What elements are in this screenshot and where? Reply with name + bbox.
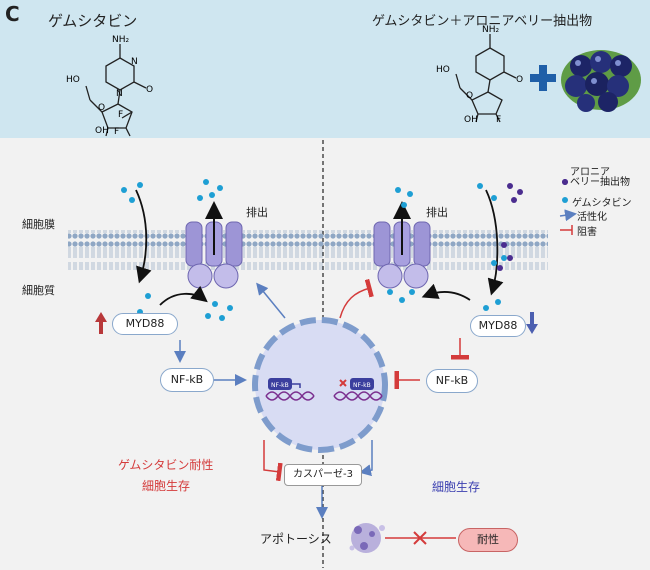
legend-activation-label: 活性化 [577, 212, 607, 223]
right-f: F [496, 115, 501, 125]
apoptotic-cell-icon [349, 523, 385, 553]
left-header: ゲムシタビン [48, 12, 138, 30]
dna-left-icon [265, 391, 315, 401]
left-n2: N [116, 89, 123, 99]
right-nh2: NH₂ [482, 25, 500, 35]
efflux-label-right: 排出 [426, 206, 448, 219]
left-f2: F [114, 127, 119, 137]
to-pump-arrow-right [421, 283, 471, 301]
left-ho: HO [66, 75, 80, 85]
uptake-arrow-right [485, 189, 504, 296]
right-oh: OH [464, 115, 478, 125]
left-o2: O [98, 103, 105, 113]
legend-inhibition-icon [560, 225, 573, 235]
caspase-3-pill: カスパーゼ-3 [284, 464, 362, 486]
right-ho: HO [436, 65, 450, 75]
nucleus-nfkb-left-badge [268, 378, 292, 390]
nucleus-to-pump-arrow [256, 282, 286, 319]
right-header: ゲムシタビン＋アロニアベリー抽出物 [372, 14, 593, 29]
legend-activation-icon [559, 209, 577, 222]
myd88-left-pill: MYD88 [112, 313, 178, 335]
left-f1: F [118, 110, 123, 120]
legend-gemcitabine-label: ゲムシタビン [572, 198, 632, 209]
nucleus-nfkb-right-badge [350, 378, 374, 390]
nucleus-to-caspase-right-arrow [359, 440, 373, 477]
dna-right-icon [333, 391, 383, 401]
resistance-pill: 耐性 [458, 528, 518, 552]
myd88-right-pill: MYD88 [470, 315, 526, 337]
legend-aronia-label: アロニア ベリー抽出物 [570, 167, 630, 188]
panel-label: C [5, 2, 20, 26]
nucleus-inhibits-caspase-left-line [263, 440, 283, 482]
myd88-up-arrow-icon [95, 312, 107, 334]
plus-icon [530, 65, 556, 91]
right-o2: O [466, 91, 473, 101]
nucleus [252, 317, 388, 453]
efflux-label-left: 排出 [246, 206, 268, 219]
gemcitabine-structure-left [85, 44, 147, 137]
cell-membrane [68, 230, 548, 270]
left-oh: OH [95, 126, 109, 136]
nucleus-transcription-arrow-icon [292, 383, 301, 388]
myd88-down-arrow-icon [526, 312, 538, 334]
nfkb-left-pill: NF-kB [160, 368, 214, 392]
gemcitabine-structure-right [455, 34, 517, 123]
nucleus-nfkb-left-text: NF-kB [271, 382, 289, 389]
aronia-berries-icon [561, 50, 641, 112]
gemcitabine-dots [121, 179, 568, 321]
to-pump-arrow-left [159, 285, 208, 306]
left-nh2: NH₂ [112, 35, 130, 45]
left-outcome-survival: 細胞生存 [142, 479, 191, 493]
legend-aronia-dot [562, 179, 568, 185]
nfkb-right-pill: NF-kB [426, 369, 478, 393]
legend-inhibition-label: 阻害 [577, 227, 597, 238]
right-o1: O [516, 75, 523, 85]
left-n1: N [131, 57, 138, 67]
left-o1: O [146, 85, 153, 95]
left-outcome-resistance: ゲムシタビン耐性 [118, 458, 214, 472]
membrane-label: 細胞膜 [22, 218, 55, 231]
nucleus-blocked-icon [339, 379, 347, 387]
block-x-icon [413, 531, 427, 545]
nucleus-inhibits-pump-line [339, 278, 374, 319]
right-outcome-survival: 細胞生存 [432, 480, 481, 494]
cytoplasm-label: 細胞質 [22, 284, 55, 297]
apoptosis-label: アポトーシス [260, 532, 332, 546]
uptake-arrow-left [135, 189, 152, 284]
nucleus-nfkb-right-text: NF-kB [353, 382, 371, 389]
